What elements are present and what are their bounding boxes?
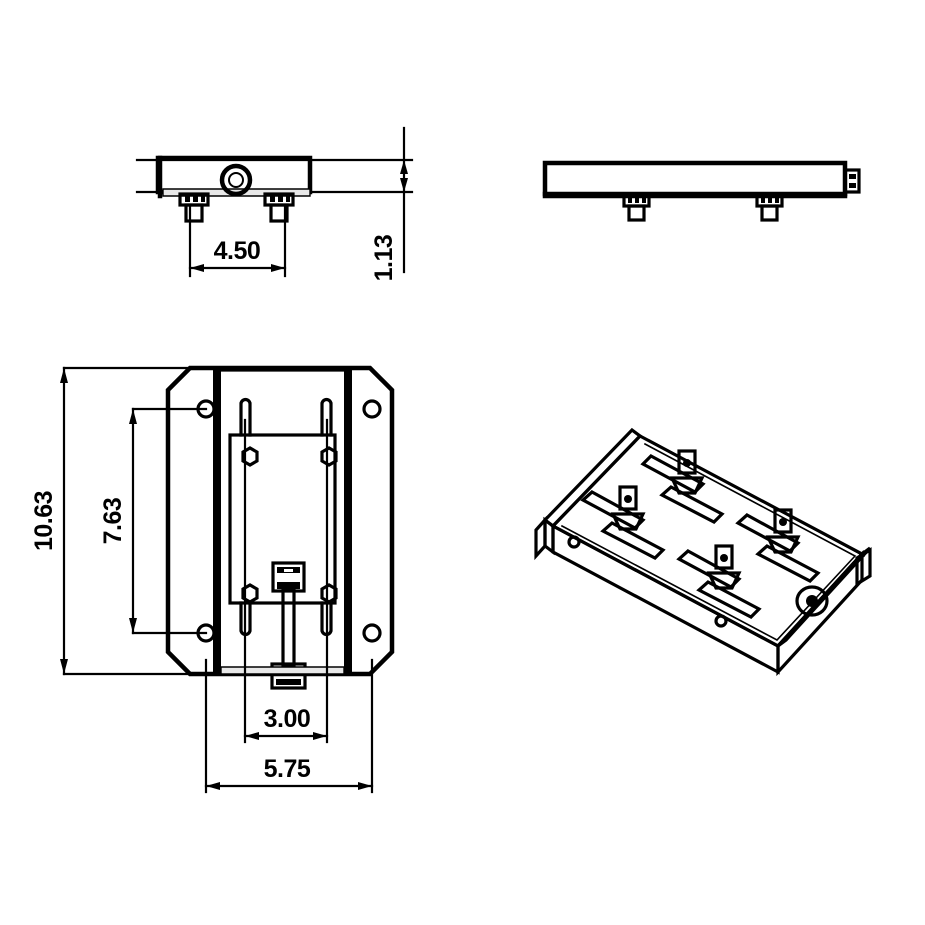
side-stud-right <box>755 194 784 222</box>
dimension-label-5-75: 5.75 <box>264 755 311 783</box>
front-stud-right <box>263 192 295 223</box>
plan-hex-nut-top-left <box>241 446 259 467</box>
view-side-elevation <box>542 160 861 222</box>
view-front-elevation: 4.50 1.13 <box>135 126 414 282</box>
iso-end-tab <box>855 547 872 587</box>
iso-clamp-2 <box>580 485 666 560</box>
dimension-5-75: 5.75 <box>204 658 374 794</box>
dimension-3-00: 3.00 <box>243 418 329 744</box>
plan-hex-nut-bottom-right <box>320 583 338 604</box>
front-stud-left <box>178 192 210 223</box>
dimension-10-63: 10.63 <box>30 366 192 676</box>
dimension-label-3-00: 3.00 <box>264 705 311 733</box>
side-end-tab <box>843 168 861 194</box>
dimension-7-63: 7.63 <box>99 407 208 635</box>
dimension-label-7-63: 7.63 <box>99 498 127 545</box>
iso-ridge-line <box>647 438 866 558</box>
dimension-1-13: 1.13 <box>370 126 408 282</box>
view-plan: 10.63 7.63 3.00 <box>30 365 395 794</box>
iso-left-apron <box>534 515 547 561</box>
dimension-4-50: 4.50 <box>188 203 287 278</box>
dimension-label-1-13: 1.13 <box>370 235 398 282</box>
plan-bottom-lip-shading <box>220 666 345 675</box>
iso-adjustment-knob <box>795 585 829 617</box>
dimension-label-4-50: 4.50 <box>214 237 261 265</box>
iso-front-fastener-hole-2 <box>714 614 728 628</box>
iso-clamp-3 <box>735 508 821 583</box>
view-isometric <box>534 427 872 677</box>
iso-clamp-4 <box>676 544 762 619</box>
plan-outer-plate <box>165 365 395 677</box>
plan-hex-nuts <box>241 446 338 604</box>
plan-bracket-rails <box>213 368 352 674</box>
side-stud-left <box>622 194 651 222</box>
plan-hex-nut-top-right <box>320 446 338 467</box>
plan-slots-upper <box>239 397 333 437</box>
plan-hole-top-right <box>362 399 382 419</box>
iso-clamp-1 <box>640 449 725 524</box>
front-center-boss <box>219 163 253 197</box>
iso-front-fastener-hole <box>567 535 581 549</box>
plan-hex-nut-bottom-left <box>241 583 259 604</box>
plan-hole-bottom-right <box>362 623 382 643</box>
dimension-label-10-63: 10.63 <box>30 491 58 551</box>
